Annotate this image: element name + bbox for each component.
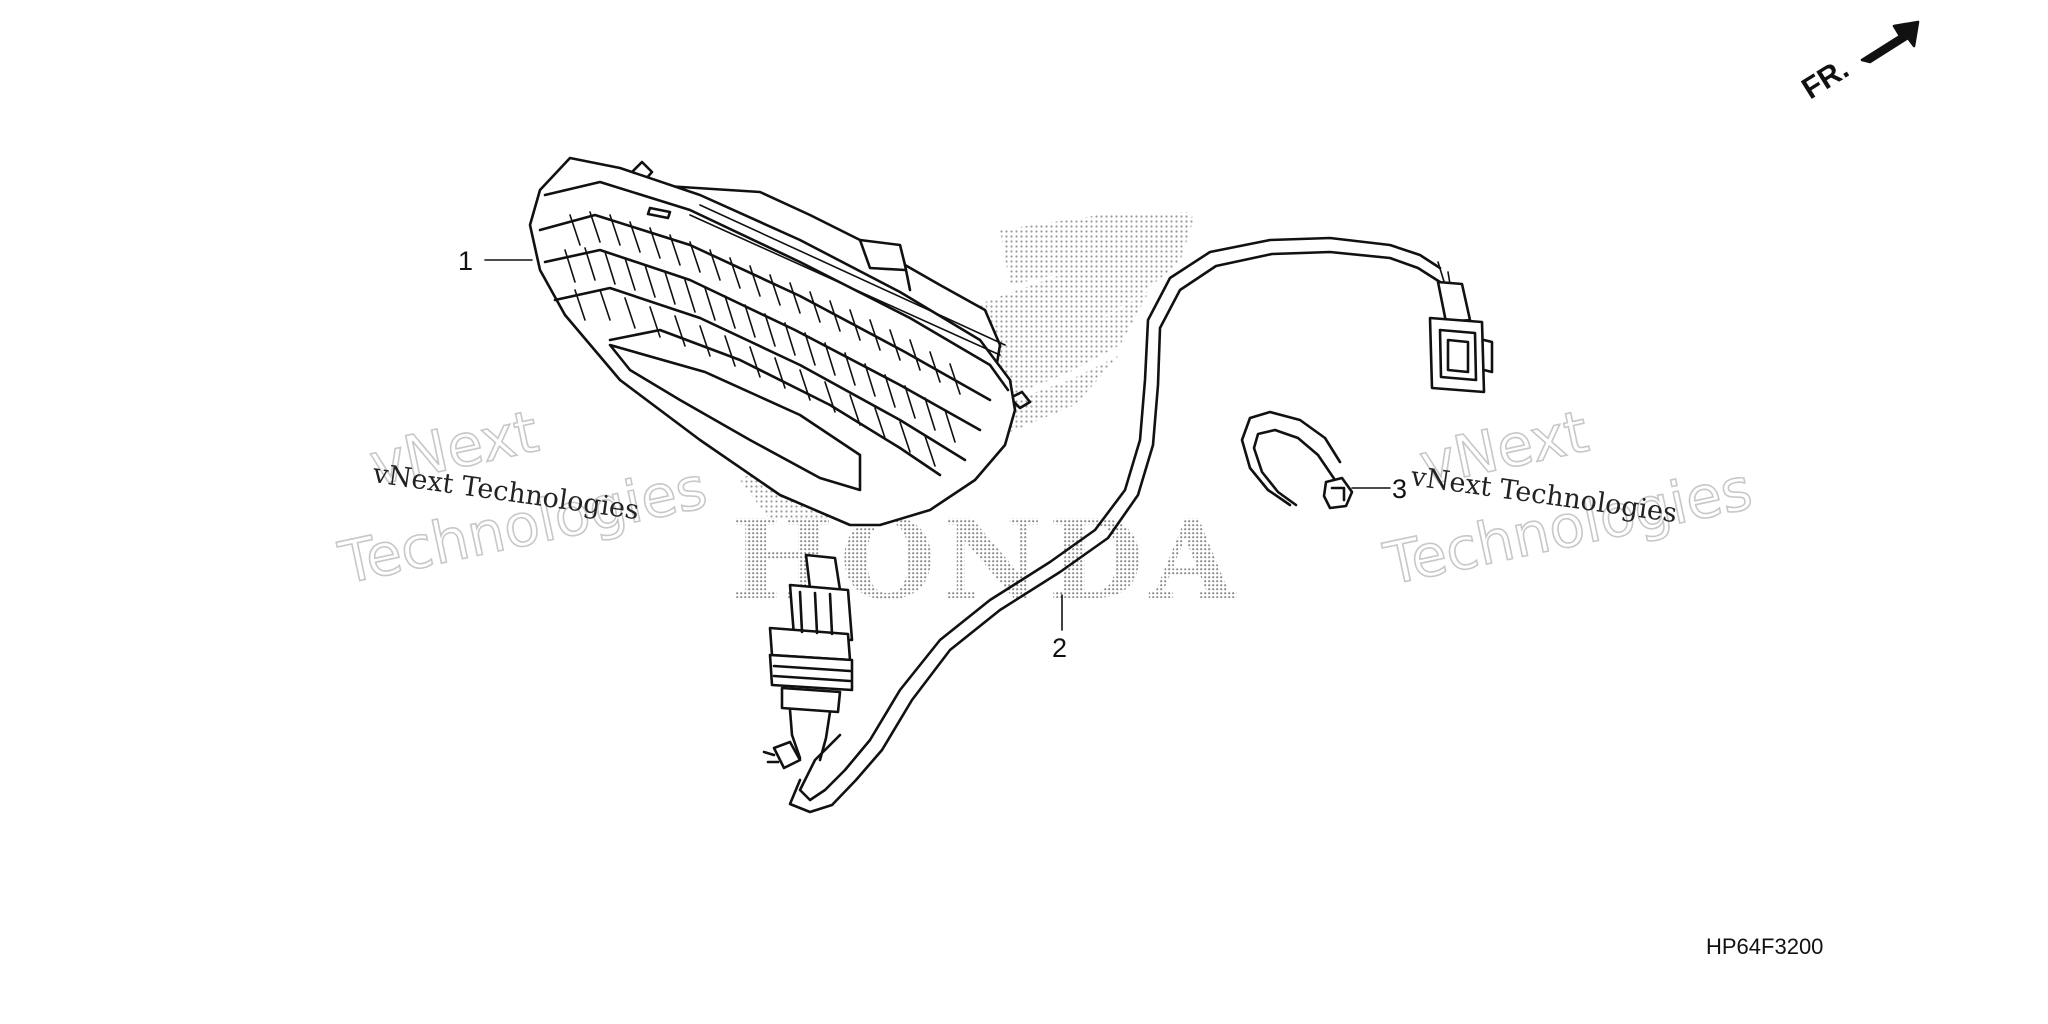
part-3-cable-tie [1240,410,1354,510]
diagram-code: HP64F3200 [1706,934,1823,959]
lens-ribs [564,204,1006,467]
right-connector [1428,280,1494,394]
front-arrow-icon [1860,20,1920,64]
front-direction-label: FR. [1796,52,1854,106]
callout-2: 2 [1052,633,1067,663]
callout-3: 3 [1392,474,1407,504]
harness-clip [762,740,802,770]
part-1-taillight [528,156,1032,527]
front-direction-marker: FR. [1796,20,1920,106]
callout-1: 1 [458,246,473,276]
part-2-wire-harness [762,236,1494,814]
left-connector [768,553,854,714]
